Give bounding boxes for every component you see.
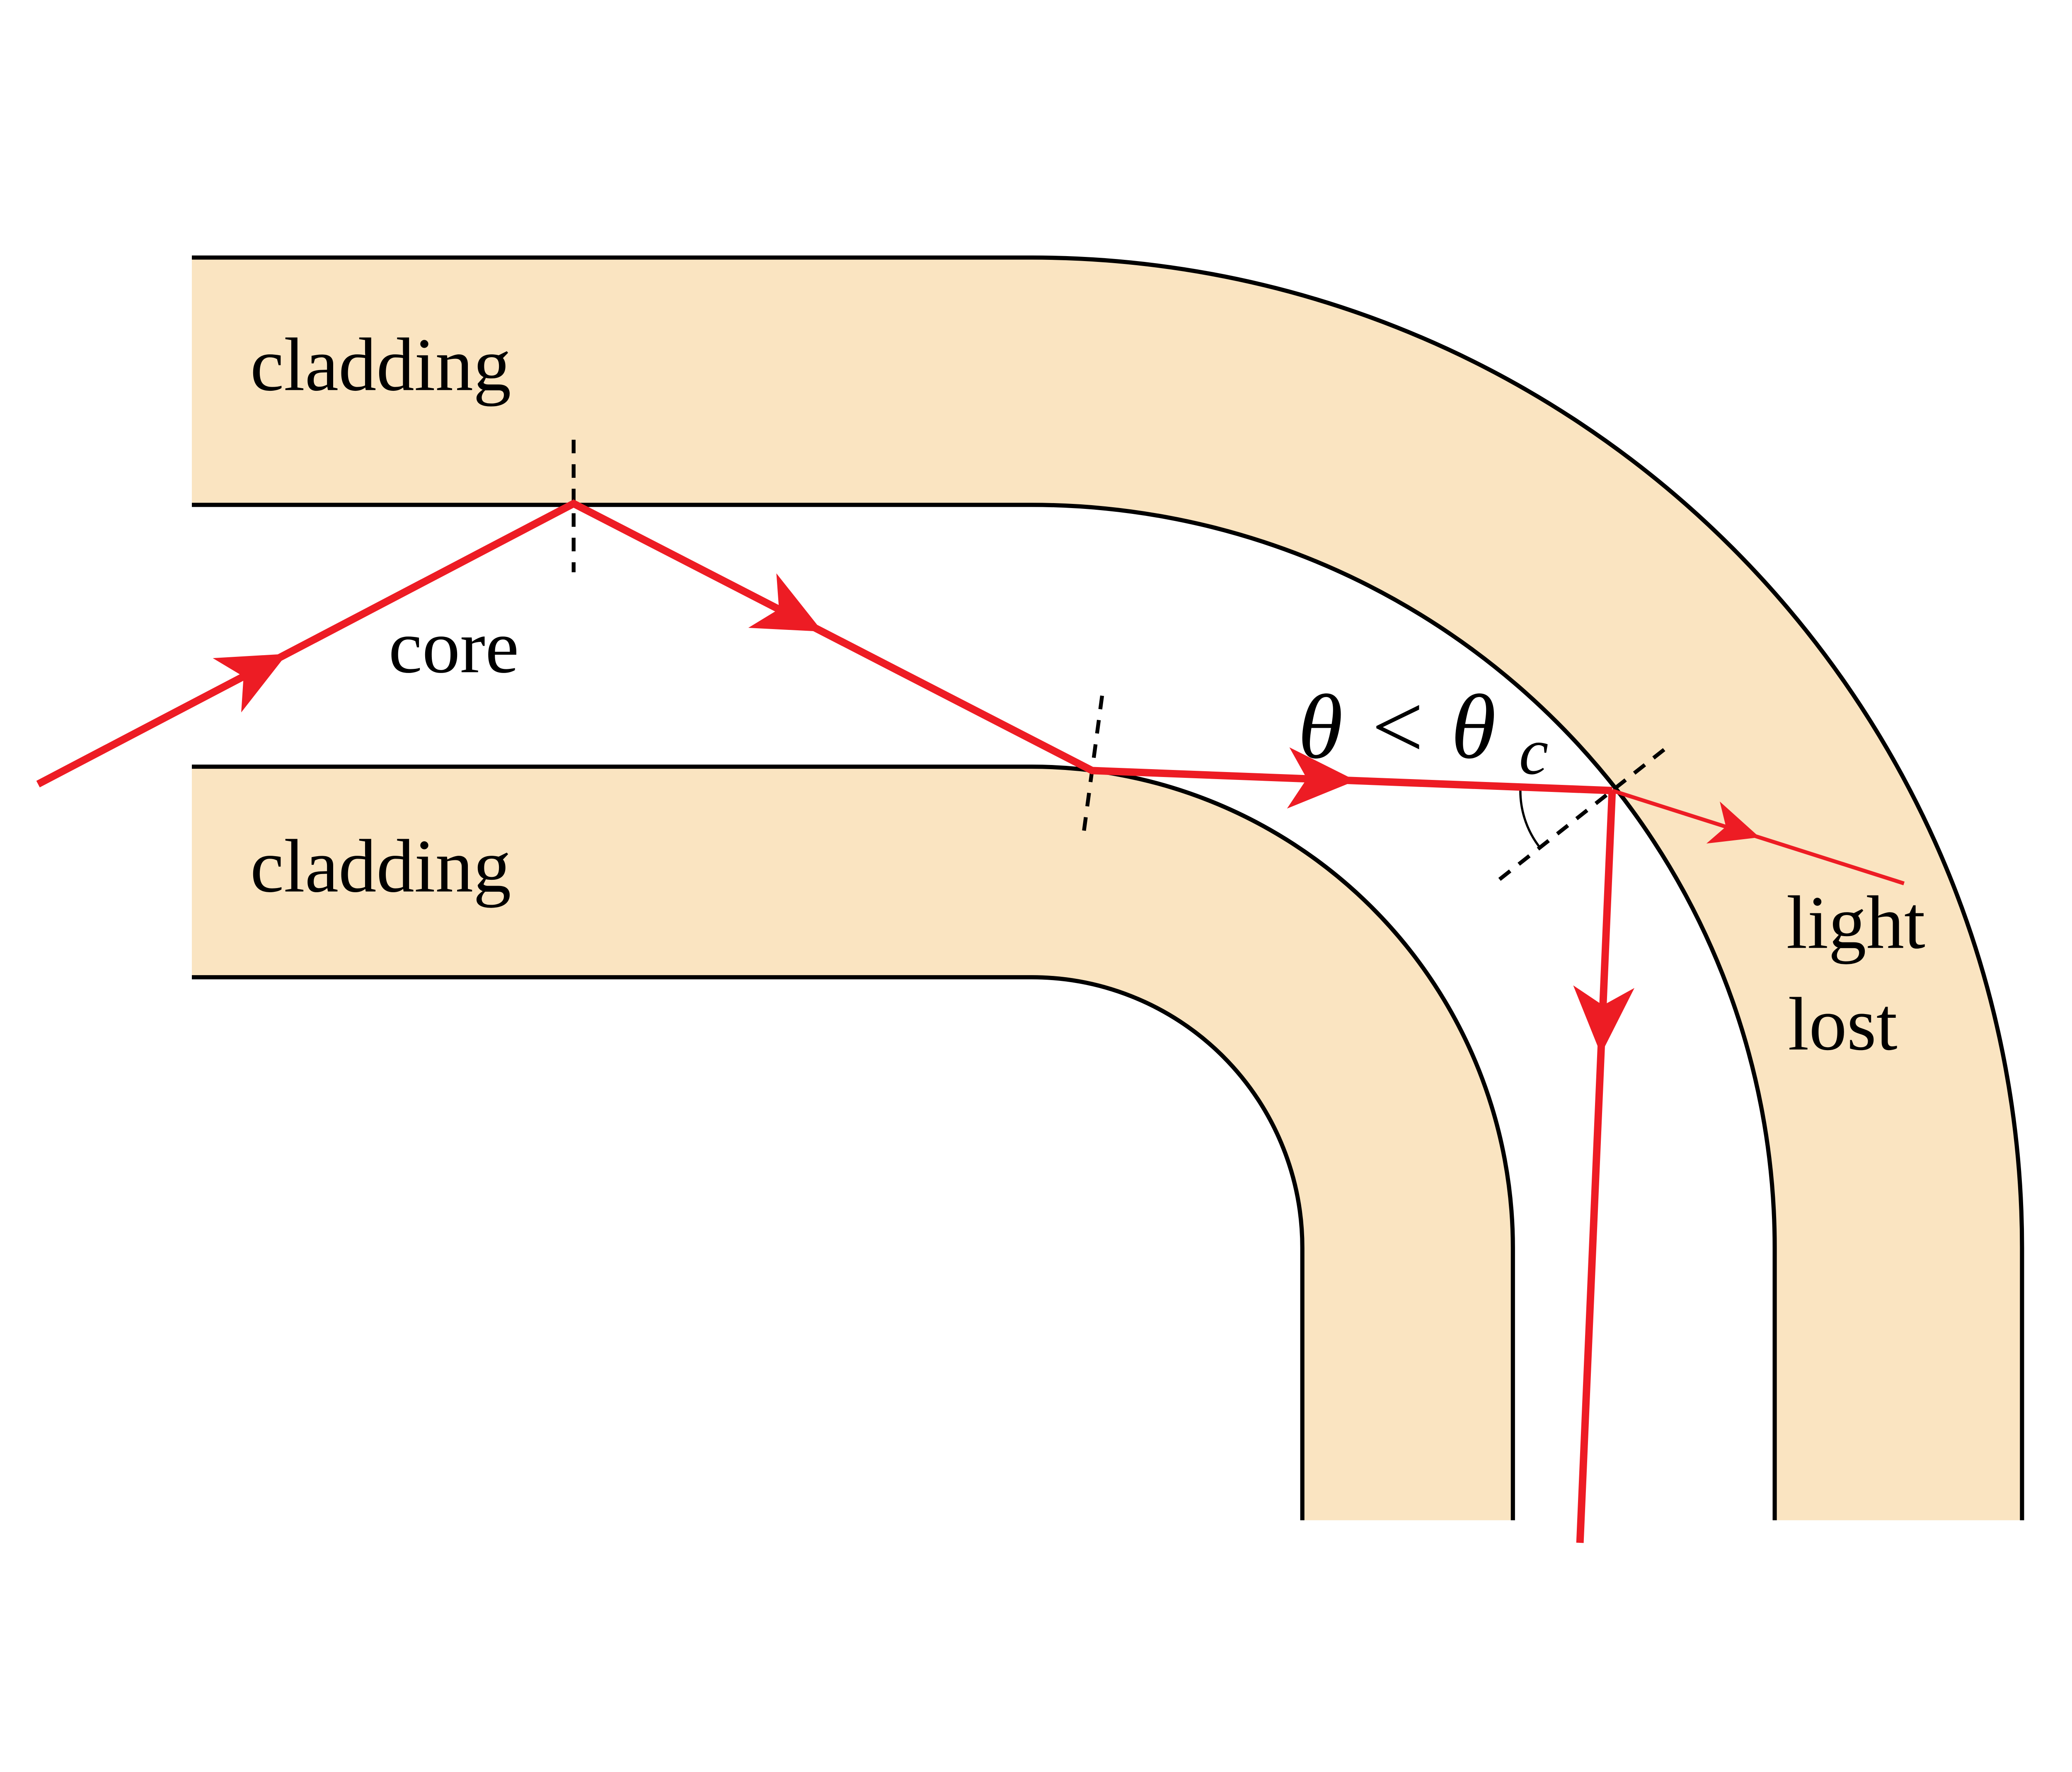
- arrowhead-lost-ray: [1706, 801, 1760, 844]
- arrowhead-incoming-ray: [213, 654, 287, 713]
- cladding-bottom-label: cladding: [250, 824, 511, 908]
- angle-condition-label: θ < θ c: [1298, 675, 1549, 788]
- arrowhead-second-bounce-ray: [1287, 747, 1356, 809]
- bottom-cladding-outer-edge: [191, 765, 1515, 1520]
- reflected-down-ray: [1576, 790, 1616, 1543]
- normal-line-escape-point: [1491, 748, 1665, 887]
- light-lost-label-line1: light: [1786, 880, 1925, 964]
- top-cladding-inner-edge: [191, 503, 1777, 1520]
- bottom-cladding-band: [191, 767, 1513, 1520]
- arrowhead-down-ray: [1573, 985, 1635, 1055]
- core-label: core: [389, 605, 519, 689]
- angle-condition-main: θ < θ: [1298, 675, 1496, 777]
- cladding-top-label: cladding: [250, 322, 511, 407]
- top-cladding-outer-edge: [191, 255, 2024, 1520]
- bottom-cladding-inner-edge: [191, 975, 1305, 1520]
- incidence-angle-arc: [1519, 784, 1541, 849]
- light-lost-label-line2: lost: [1788, 982, 1898, 1066]
- top-cladding-band: [191, 257, 2022, 1520]
- angle-condition-subscript: c: [1519, 715, 1549, 788]
- arrowhead-first-bounce-ray: [748, 573, 823, 632]
